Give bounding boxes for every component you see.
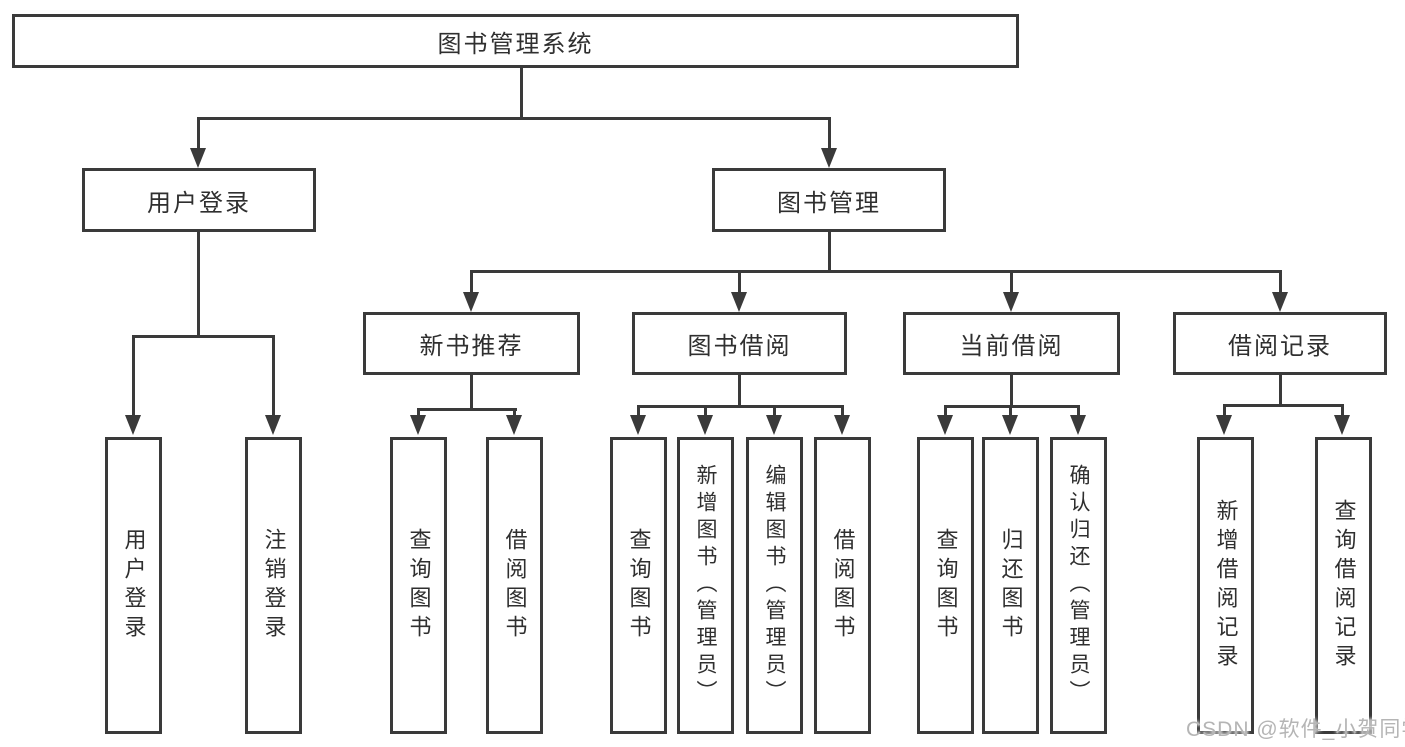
leaf-query-books-borrow: 查询图书 [610,437,667,734]
connector-line [197,232,200,337]
connector-line [1223,404,1344,407]
leaf-add-book-admin: 新增图书（管理员） [677,437,734,734]
csdn-watermark: CSDN @软件_小贺同学 [1186,718,1405,741]
leaf-return-book: 归还图书 [982,437,1039,734]
connector-line [1279,270,1282,294]
connector-line [132,335,135,415]
connector-line [1279,375,1282,406]
arrow-down-icon [265,415,281,435]
leaf-user-login: 用户登录 [105,437,162,734]
leaf-borrow-books: 借阅图书 [814,437,871,734]
leaf-borrow-books-recommend: 借阅图书 [486,437,543,734]
arrow-down-icon [731,292,747,312]
connector-line [1009,405,1012,417]
connector-line [1223,404,1226,417]
connector-line [637,405,640,417]
arrow-down-icon [1216,415,1232,435]
connector-line [470,270,473,294]
connector-line [520,66,523,120]
arrow-down-icon [1003,292,1019,312]
connector-line [1010,375,1013,407]
connector-line [470,375,473,410]
node-user-login: 用户登录 [82,168,316,232]
connector-line [944,405,947,417]
connector-line [738,375,741,407]
arrow-down-icon [190,148,206,168]
connector-line [773,405,776,417]
connector-line [828,117,831,150]
node-new-book-recommendation: 新书推荐 [363,312,580,375]
arrow-down-icon [125,415,141,435]
arrow-down-icon [506,415,522,435]
connector-line [704,405,707,417]
connector-line [197,117,200,150]
connector-line [828,232,831,272]
connector-line [1010,270,1013,294]
node-book-management: 图书管理 [712,168,946,232]
leaf-query-books-current: 查询图书 [917,437,974,734]
leaf-query-books-recommend: 查询图书 [390,437,447,734]
connector-line [637,405,844,408]
connector-line [470,270,1282,273]
arrow-down-icon [1334,415,1350,435]
arrow-down-icon [410,415,426,435]
leaf-logout: 注销登录 [245,437,302,734]
node-current-borrowing: 当前借阅 [903,312,1120,375]
arrow-down-icon [697,415,713,435]
connector-line [1077,405,1080,417]
connector-line [417,408,517,411]
leaf-query-borrow-record: 查询借阅记录 [1315,437,1372,734]
arrow-down-icon [1070,415,1086,435]
arrow-down-icon [766,415,782,435]
connector-line [841,405,844,417]
arrow-down-icon [834,415,850,435]
connector-line [944,405,1080,408]
connector-line [197,117,831,120]
arrow-down-icon [1272,292,1288,312]
node-borrowing-records: 借阅记录 [1173,312,1387,375]
leaf-edit-book-admin: 编辑图书（管理员） [746,437,803,734]
connector-line [272,335,275,415]
arrow-down-icon [1002,415,1018,435]
connector-line [513,408,516,418]
arrow-down-icon [463,292,479,312]
arrow-down-icon [937,415,953,435]
leaf-add-borrow-record: 新增借阅记录 [1197,437,1254,734]
arrow-down-icon [821,148,837,168]
connector-line [738,270,741,294]
connector-line [1341,404,1344,417]
leaf-confirm-return-admin: 确认归还（管理员） [1050,437,1107,734]
node-library-system: 图书管理系统 [12,14,1019,68]
connector-line [132,335,275,338]
arrow-down-icon [630,415,646,435]
connector-line [417,408,420,418]
node-book-borrowing: 图书借阅 [632,312,847,375]
